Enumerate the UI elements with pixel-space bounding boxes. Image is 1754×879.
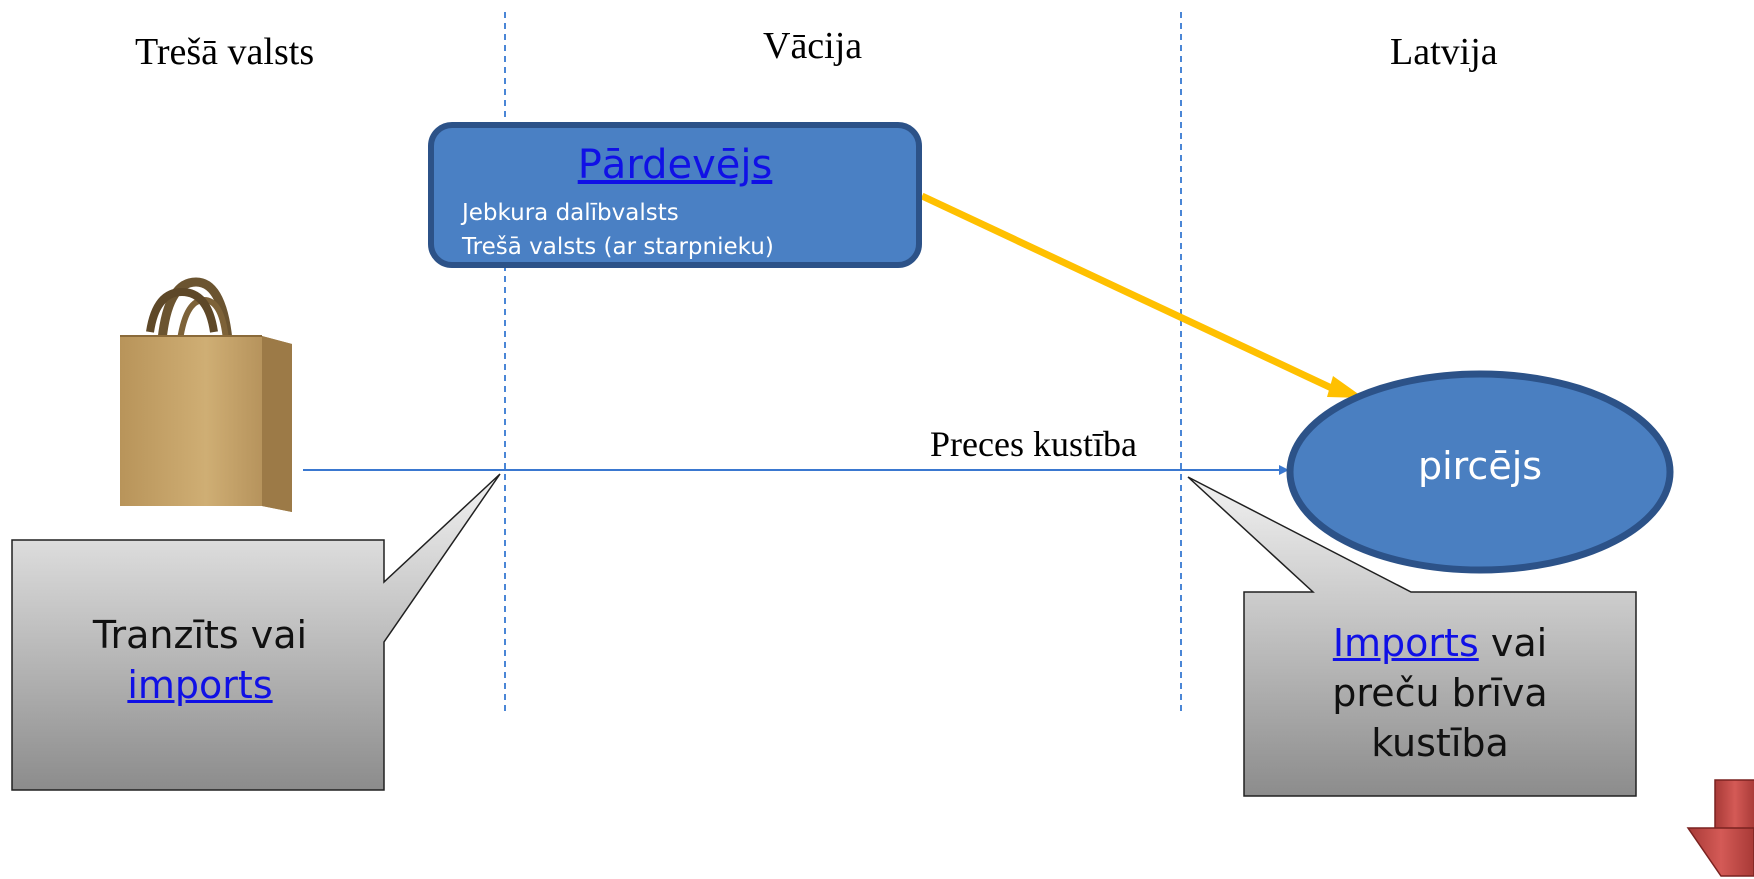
seller-box: Pārdevējs Jebkura dalībvalsts Trešā vals…: [428, 122, 922, 268]
callout-left-shape: [11, 473, 501, 791]
seller-to-buyer-arrow: [920, 192, 1342, 396]
callout-left-text: Tranzīts vai imports: [20, 610, 380, 710]
callout-right-line-3: kustība: [1371, 721, 1509, 765]
callout-right-line-2: preču brīva: [1332, 671, 1548, 715]
seller-link[interactable]: Pārdevējs: [577, 142, 773, 188]
region-label-latvia: Latvija: [1390, 31, 1498, 73]
region-label-third-country: Trešā valsts: [135, 31, 315, 73]
seller-line-2: Trešā valsts (ar starpnieku): [462, 234, 774, 260]
down-arrow-icon[interactable]: [1686, 779, 1754, 877]
region-label-germany: Vācija: [763, 25, 863, 67]
callout-right-text: Imports vai preču brīva kustība: [1250, 618, 1630, 768]
imports-link-left[interactable]: imports: [127, 663, 273, 707]
callout-right-shape: [1187, 476, 1637, 797]
seller-to-buyer-arrowhead: [1327, 376, 1364, 398]
goods-movement-label: Preces kustība: [930, 424, 1137, 464]
imports-link-right[interactable]: Imports: [1332, 621, 1479, 665]
shopping-bag-icon: [120, 277, 292, 512]
buyer-ellipse: [1286, 370, 1674, 574]
buyer-label: pircējs: [1417, 444, 1543, 488]
callout-left-line-1: Tranzīts vai: [92, 613, 308, 657]
callout-right-line-1: vai: [1478, 621, 1548, 665]
seller-line-1: Jebkura dalībvalsts: [462, 200, 679, 226]
